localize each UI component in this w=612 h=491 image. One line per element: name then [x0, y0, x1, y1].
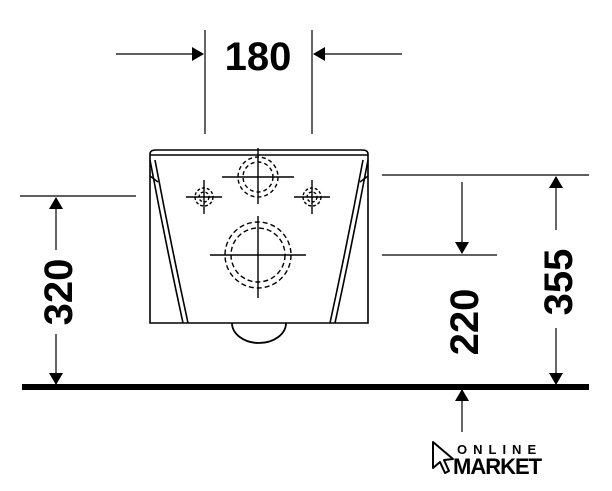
toilet-bowl: [149, 149, 369, 344]
dimension-right-height: [382, 174, 589, 385]
waste-pipe-hole: [210, 216, 306, 298]
logo-line-2: MARKET: [453, 454, 543, 479]
top-center-hole: [222, 148, 294, 204]
mounting-holes: [186, 148, 330, 298]
dimension-inner-height-label: 220: [443, 289, 487, 356]
dimension-inner-height: [382, 182, 497, 432]
left-bolt-hole: [186, 180, 222, 214]
dimension-width: [116, 30, 402, 134]
dimension-left-height-label: 320: [37, 259, 81, 326]
dimension-right-height-label: 355: [537, 249, 581, 316]
online-market-logo: ONLINE MARKET: [432, 441, 544, 479]
dimension-width-label: 180: [225, 35, 292, 79]
dimension-left-height: [20, 195, 136, 385]
bowl-left-inner: [149, 159, 184, 324]
right-bolt-hole: [294, 180, 330, 214]
logo-line-1: ONLINE: [457, 442, 542, 457]
bowl-outline: [149, 149, 369, 324]
bowl-right-inner: [334, 159, 369, 324]
cursor-icon: [432, 441, 454, 474]
outlet-half-circle: [231, 322, 287, 344]
